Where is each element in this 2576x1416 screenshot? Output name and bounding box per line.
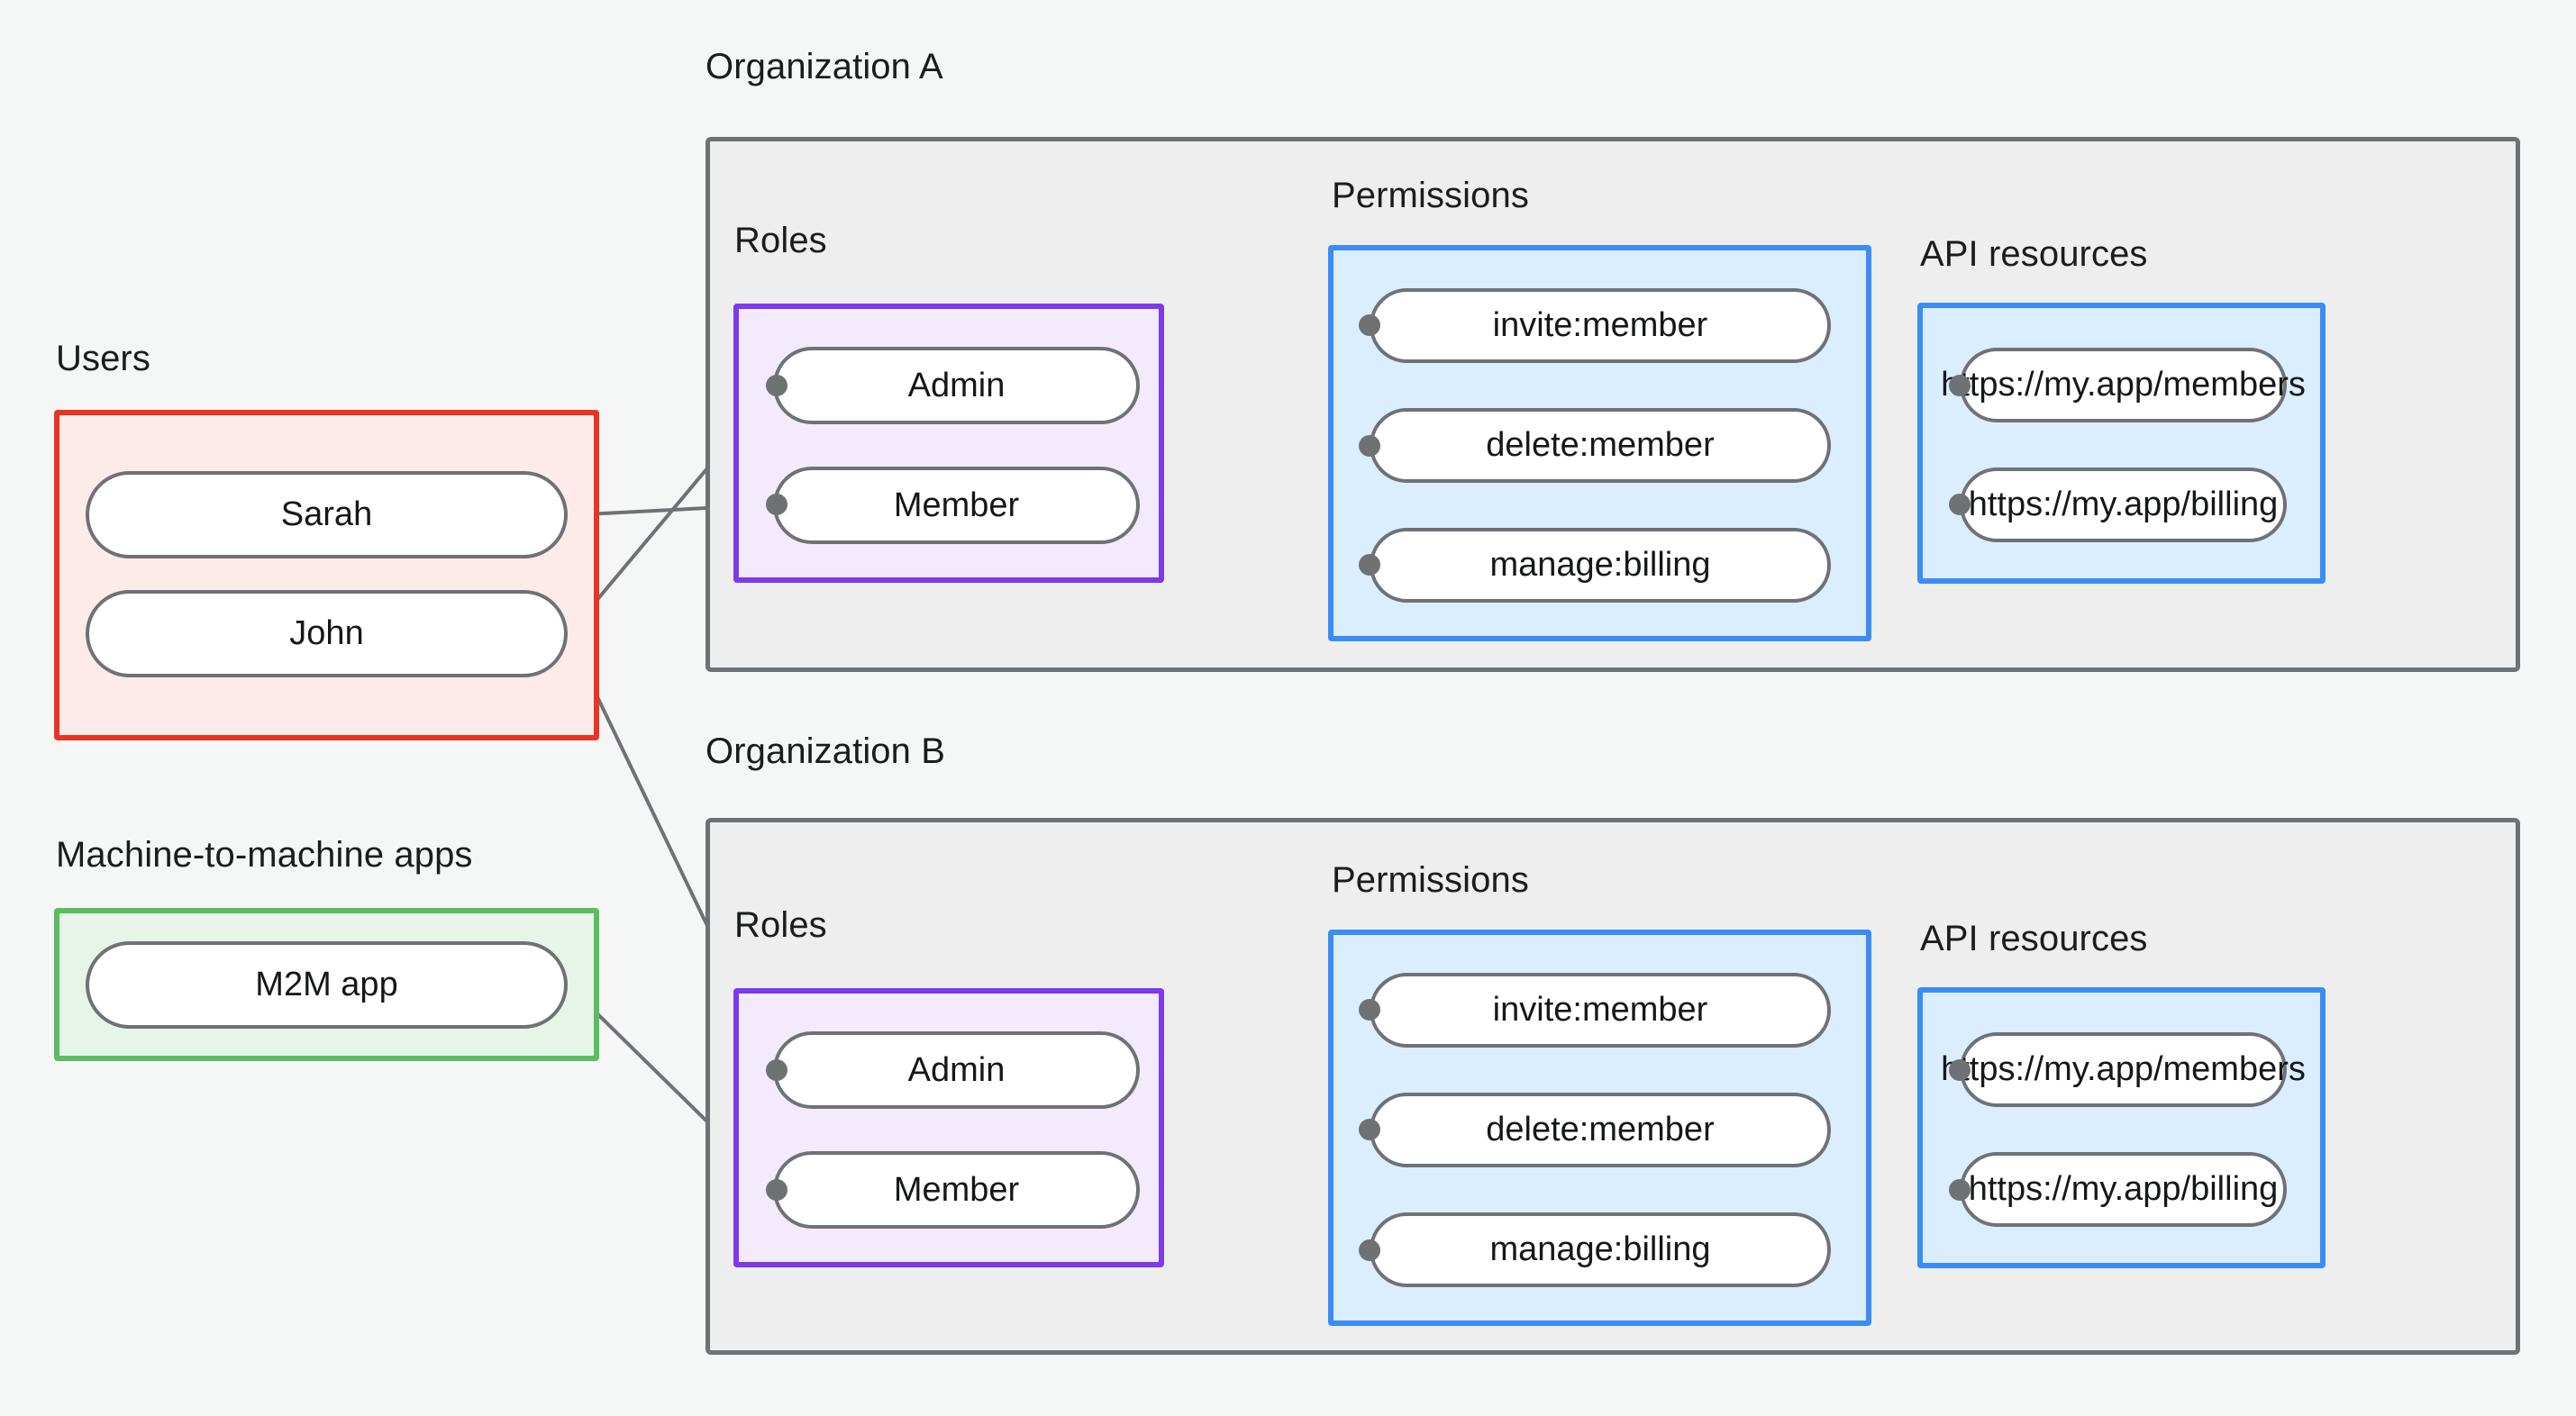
permission-pill-delete-member-a[interactable]: delete:member <box>1370 408 1831 483</box>
endpoint-dot <box>1359 1119 1380 1140</box>
m2m-app-pill-label: M2M app <box>255 966 398 1003</box>
api-resource-pill-label: https://my.app/billing <box>1968 486 2279 523</box>
users-label: Users <box>56 339 150 378</box>
permission-pill-label: invite:member <box>1492 991 1708 1029</box>
user-pill-label: John <box>289 614 364 652</box>
role-pill-label: Member <box>893 1170 1020 1209</box>
endpoint-dot <box>766 1059 787 1081</box>
role-pill-label: Admin <box>907 1050 1006 1089</box>
roles-a-label: Roles <box>734 221 827 260</box>
permissions-a-label: Permissions <box>1332 176 1529 215</box>
permission-pill-invite-member-a[interactable]: invite:member <box>1370 288 1831 363</box>
role-pill-member-b[interactable]: Member <box>773 1151 1140 1229</box>
role-pill-admin-a[interactable]: Admin <box>773 347 1140 424</box>
endpoint-dot <box>1359 314 1380 336</box>
endpoint-dot <box>766 375 787 396</box>
api-resource-pill-members-a[interactable]: https://my.app/members <box>1941 348 2306 422</box>
api-resource-pill-billing-a[interactable]: https://my.app/billing <box>1960 467 2287 542</box>
endpoint-dot <box>766 494 787 515</box>
endpoint-dot <box>1949 1059 1971 1081</box>
m2m-app-pill[interactable]: M2M app <box>86 941 568 1029</box>
endpoint-dot <box>1949 494 1971 515</box>
user-pill-sarah[interactable]: Sarah <box>86 471 568 558</box>
users-container <box>54 410 599 740</box>
permission-pill-manage-billing-b[interactable]: manage:billing <box>1370 1212 1831 1287</box>
api-resource-pill-billing-b[interactable]: https://my.app/billing <box>1960 1152 2287 1227</box>
api-resource-pill-label: https://my.app/members <box>1941 1050 2306 1088</box>
permission-pill-label: manage:billing <box>1489 1230 1711 1268</box>
permission-pill-delete-member-b[interactable]: delete:member <box>1370 1093 1831 1167</box>
user-pill-label: Sarah <box>280 495 373 533</box>
role-pill-label: Admin <box>907 366 1006 404</box>
endpoint-dot <box>766 1179 787 1201</box>
permission-pill-label: delete:member <box>1486 1111 1715 1148</box>
permission-pill-label: invite:member <box>1492 306 1708 344</box>
api-resources-b-label: API resources <box>1920 919 2148 958</box>
permission-pill-manage-billing-a[interactable]: manage:billing <box>1370 528 1831 603</box>
organization-a-label: Organization A <box>705 47 943 86</box>
organization-b-label: Organization B <box>705 731 945 771</box>
endpoint-dot <box>1949 1179 1971 1201</box>
api-resource-pill-label: https://my.app/billing <box>1968 1170 2279 1208</box>
permission-pill-label: delete:member <box>1486 426 1715 464</box>
api-resource-pill-members-b[interactable]: https://my.app/members <box>1941 1032 2306 1107</box>
permission-pill-invite-member-b[interactable]: invite:member <box>1370 973 1831 1048</box>
endpoint-dot <box>1359 554 1380 576</box>
role-pill-member-a[interactable]: Member <box>773 467 1140 544</box>
permission-pill-label: manage:billing <box>1489 546 1711 584</box>
role-pill-admin-b[interactable]: Admin <box>773 1031 1140 1109</box>
role-pill-label: Member <box>893 486 1020 524</box>
roles-b-label: Roles <box>734 905 827 945</box>
permissions-b-label: Permissions <box>1332 860 1529 900</box>
endpoint-dot <box>1359 1239 1380 1261</box>
user-pill-john[interactable]: John <box>86 590 568 677</box>
machine-to-machine-apps-label: Machine-to-machine apps <box>56 835 473 875</box>
endpoint-dot <box>1359 999 1380 1021</box>
api-resources-a-label: API resources <box>1920 234 2148 274</box>
endpoint-dot <box>1949 375 1971 396</box>
api-resource-pill-label: https://my.app/members <box>1941 366 2306 404</box>
endpoint-dot <box>1359 435 1380 457</box>
